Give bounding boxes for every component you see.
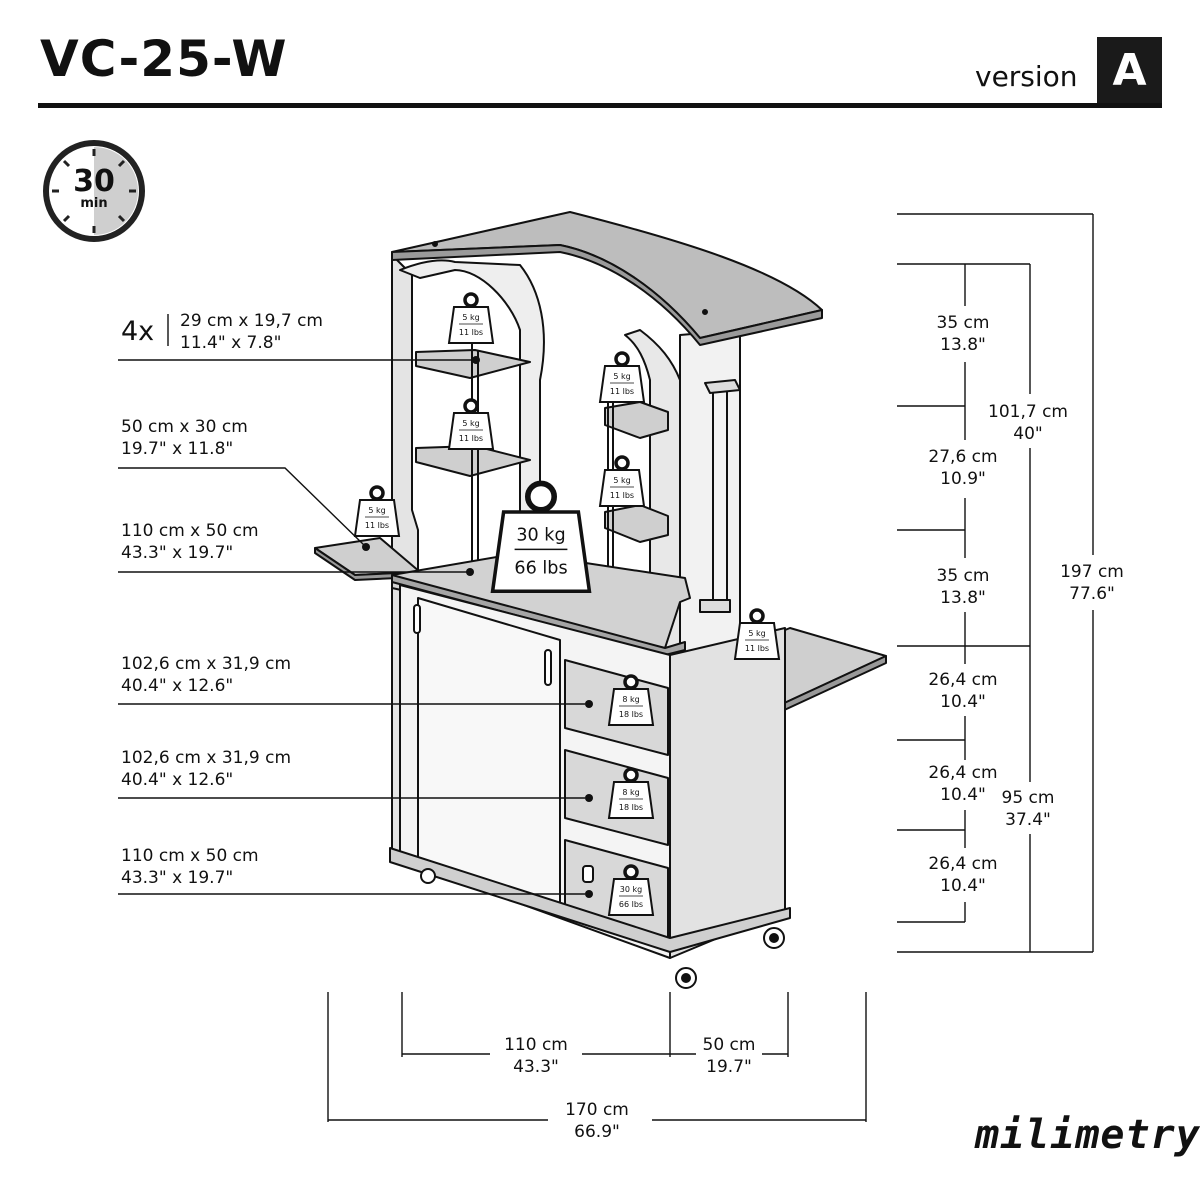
weight-kg: 5 kg bbox=[748, 629, 765, 638]
weight-icon: 8 kg 18 lbs bbox=[607, 767, 655, 819]
weight-icon: 30 kg 66 lbs bbox=[607, 864, 655, 916]
weight-lbs: 18 lbs bbox=[619, 803, 643, 812]
brand-logo: milimetry bbox=[975, 1112, 1200, 1158]
header-divider bbox=[38, 103, 1162, 108]
version-badge: A bbox=[1097, 37, 1162, 105]
base-plate bbox=[389, 847, 791, 953]
weight-icon: 5 kg 11 lbs bbox=[447, 398, 495, 450]
weight-kg: 30 kg bbox=[516, 526, 565, 546]
weight-kg: 5 kg bbox=[462, 419, 479, 428]
weight-kg: 5 kg bbox=[613, 372, 630, 381]
product-code: VC-25-W bbox=[40, 30, 288, 88]
weight-kg: 8 kg bbox=[622, 695, 639, 704]
weight-icon: 5 kg 11 lbs bbox=[447, 292, 495, 344]
shelf-quantity: 4x bbox=[121, 316, 155, 347]
weight-icon: 5 kg 11 lbs bbox=[598, 351, 646, 403]
weight-kg: 30 kg bbox=[620, 885, 642, 894]
timer-icon bbox=[43, 140, 145, 242]
assembly-time-value: 30 bbox=[73, 164, 115, 199]
weight-lbs: 66 lbs bbox=[619, 900, 643, 909]
weight-kg: 5 kg bbox=[462, 313, 479, 322]
weight-lbs: 11 lbs bbox=[365, 521, 389, 530]
weight-lbs: 11 lbs bbox=[610, 491, 634, 500]
weight-icon: 30 kg 66 lbs bbox=[490, 480, 592, 593]
weight-kg: 5 kg bbox=[613, 476, 630, 485]
version-label: version bbox=[975, 60, 1078, 93]
cabinet-side bbox=[669, 627, 786, 959]
roof-edge bbox=[391, 244, 823, 346]
assembly-time-unit: min bbox=[80, 196, 108, 211]
weight-icon: 5 kg 11 lbs bbox=[353, 485, 401, 537]
weight-icon: 5 kg 11 lbs bbox=[733, 608, 781, 660]
weight-kg: 8 kg bbox=[622, 788, 639, 797]
weight-lbs: 11 lbs bbox=[610, 387, 634, 396]
weight-icon: 8 kg 18 lbs bbox=[607, 674, 655, 726]
weight-lbs: 18 lbs bbox=[619, 710, 643, 719]
weight-kg: 5 kg bbox=[368, 506, 385, 515]
weight-lbs: 66 lbs bbox=[514, 559, 567, 579]
weight-lbs: 11 lbs bbox=[745, 644, 769, 653]
weight-lbs: 11 lbs bbox=[459, 328, 483, 337]
weight-lbs: 11 lbs bbox=[459, 434, 483, 443]
weight-icon: 5 kg 11 lbs bbox=[598, 455, 646, 507]
